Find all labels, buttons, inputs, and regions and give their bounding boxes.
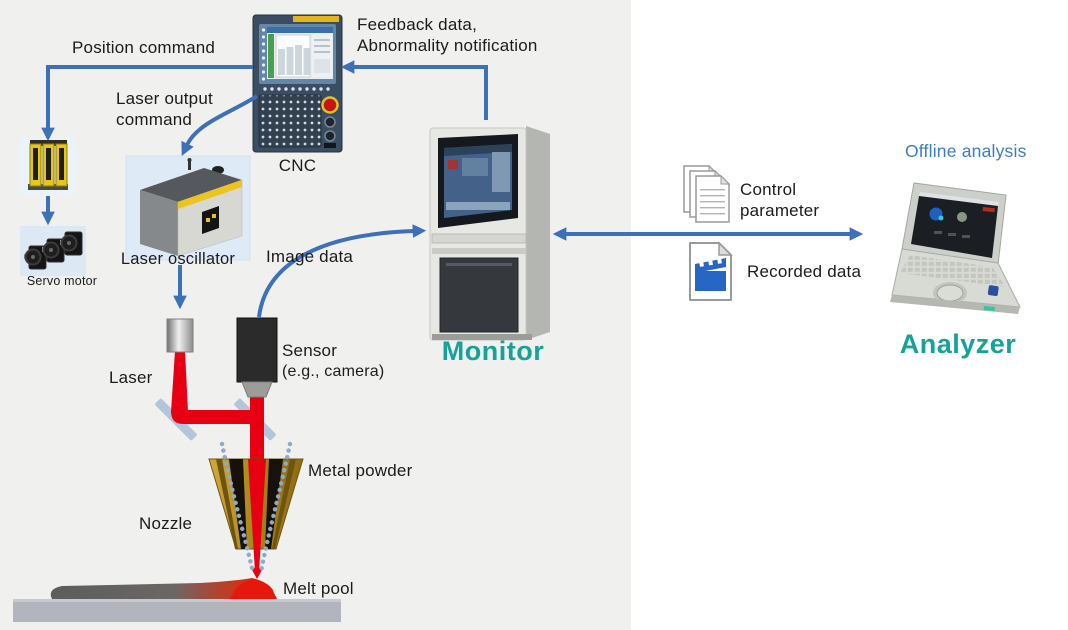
laser-output-command-label: Laser output command	[116, 89, 213, 129]
flow-arrows	[41, 60, 864, 318]
laser-label: Laser	[109, 368, 153, 387]
cnc-label: CNC	[278, 156, 317, 175]
nozzle-image	[208, 458, 304, 579]
laser-collimator-image	[166, 318, 194, 353]
cnc-controller-image	[252, 14, 343, 153]
substrate-image	[13, 578, 341, 622]
laser-output-command-arrow	[181, 94, 259, 157]
nozzle-label: Nozzle	[139, 514, 193, 533]
emergency-stop-button	[321, 96, 339, 114]
video-file-icon	[689, 241, 733, 301]
image-data-label: Image data	[266, 247, 354, 266]
position-command-label: Position command	[72, 38, 216, 57]
control-parameter-label: Control parameter	[740, 180, 820, 220]
recorded-data-label: Recorded data	[747, 262, 862, 281]
laser-oscillator-label: Laser oscillator	[120, 250, 236, 268]
servo-amplifier-image	[20, 138, 76, 196]
melt-pool-label: Melt pool	[283, 579, 354, 598]
image-data-arrow	[257, 224, 427, 318]
analyzer-laptop-image	[890, 182, 1021, 314]
servo-motor-label: Servo motor	[26, 274, 98, 288]
melt-pool-image	[230, 579, 277, 599]
feedback-arrow	[340, 60, 488, 120]
position-command-arrow	[41, 65, 253, 142]
sensor-camera-image	[236, 317, 278, 398]
analyzer-label: Analyzer	[899, 329, 1017, 359]
documents-stack-icon	[683, 164, 731, 223]
monitor-cabinet-image	[429, 126, 550, 341]
laser-oscillator-image	[125, 155, 251, 261]
metal-powder-label: Metal powder	[308, 461, 413, 480]
feedback-label: Feedback data, Abnormality notification	[357, 15, 538, 55]
monitor-label: Monitor	[441, 336, 545, 366]
metal-powder-stream	[219, 441, 293, 575]
offline-analysis-label: Offline analysis	[905, 141, 1027, 161]
laser-beam	[171, 351, 264, 462]
sensor-label: Sensor (e.g., camera)	[282, 341, 385, 380]
servo-motor-image	[20, 226, 86, 276]
